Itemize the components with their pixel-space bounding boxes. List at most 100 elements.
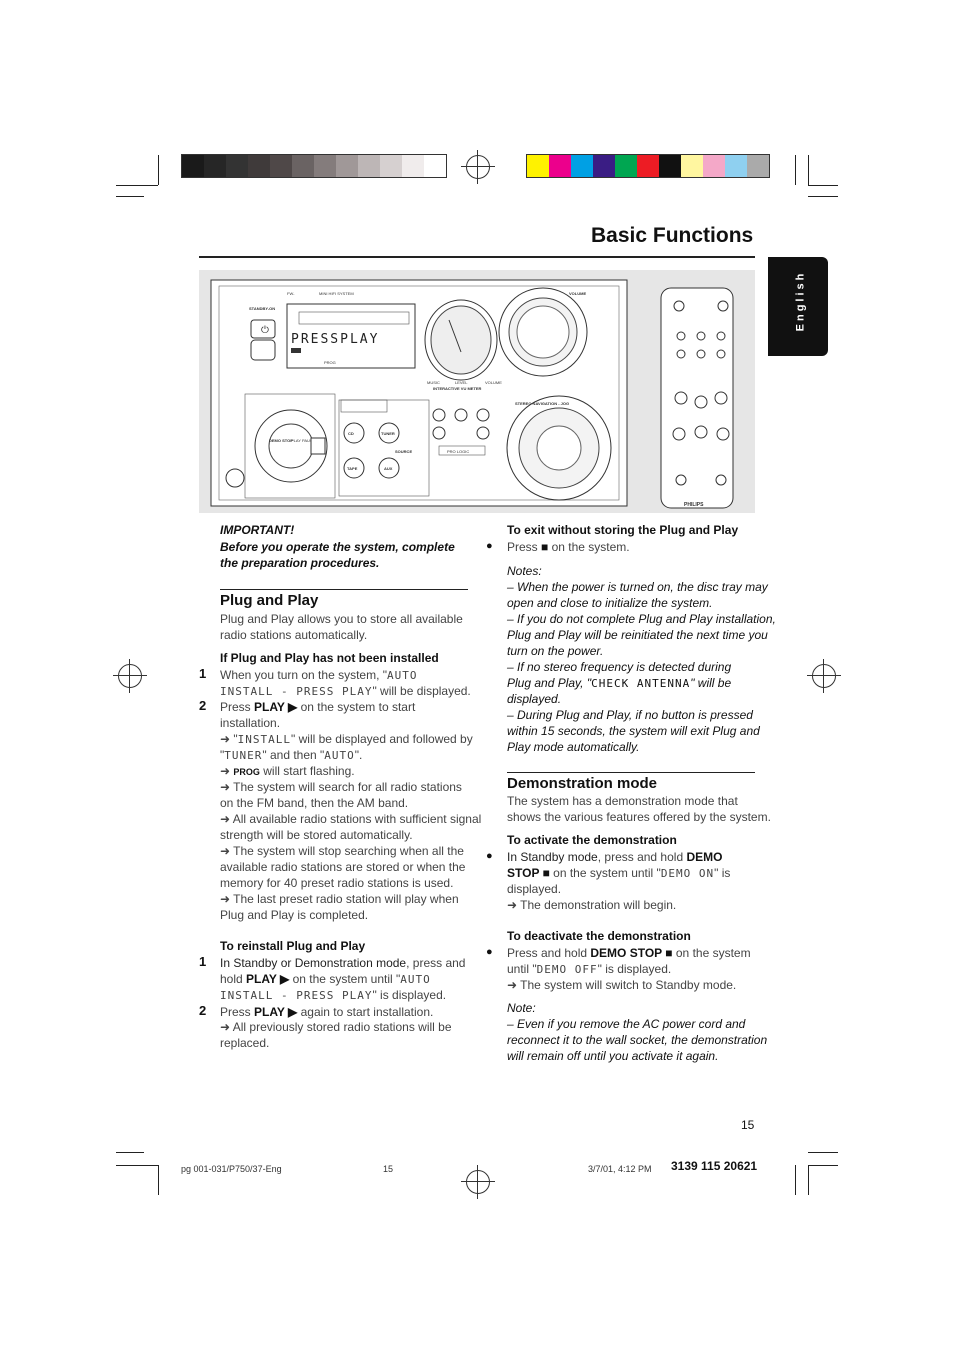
step1-line-2: INSTALL - PRESS PLAY" will be displayed. (220, 684, 471, 698)
result-6-line-1: ➜ The last preset radio station will pla… (220, 892, 459, 906)
note-line-1: – Even if you remove the AC power cord a… (507, 1017, 746, 1031)
result-3-line-1: ➜ The system will search for all radio s… (220, 780, 462, 794)
color-swatch (659, 155, 681, 177)
color-swatch (593, 155, 615, 177)
result-6-line-2: Plug and Play is completed. (220, 908, 369, 922)
color-swatch (336, 155, 358, 177)
demo-intro-1: The system has a demonstration mode that (507, 794, 738, 808)
color-calibration-bar (526, 154, 770, 178)
note-heading: Note: (507, 1001, 536, 1015)
deactivate-heading: To deactivate the demonstration (507, 929, 691, 943)
plug-intro-2: radio stations automatically. (220, 628, 368, 642)
note-1-line-2: open and close to initialize the system. (507, 596, 713, 610)
crop-mark (116, 196, 144, 197)
color-swatch (314, 155, 336, 177)
aux-label: AUX (384, 466, 393, 471)
crop-mark (116, 1152, 144, 1153)
language-label: English (794, 270, 807, 332)
color-swatch (637, 155, 659, 177)
demo-heading: Demonstration mode (507, 775, 658, 792)
exit-heading: To exit without storing the Plug and Pla… (507, 523, 739, 537)
bullet-icon: ● (486, 540, 493, 552)
activate-heading: To activate the demonstration (507, 833, 677, 847)
result-5-line-1: ➜ The system will stop searching when al… (220, 844, 464, 858)
device-illustration: ⏻ PRESSPLAY PROG FW- MINI HIFI SYSTEM ST… (199, 270, 755, 513)
note-4-line-3: Play mode automatically. (507, 740, 640, 754)
device-drawing: ⏻ PRESSPLAY PROG FW- MINI HIFI SYSTEM ST… (210, 279, 734, 509)
step-number: 2 (199, 698, 207, 713)
note-3-line-2: Plug and Play, "CHECK ANTENNA" will be (507, 676, 732, 690)
prog-label: PROG (324, 360, 336, 365)
crop-mark (795, 155, 796, 185)
result-4-line-2: strength will be stored automatically. (220, 828, 413, 842)
color-swatch (571, 155, 593, 177)
footer-date: 3/7/01, 4:12 PM (588, 1164, 652, 1174)
crop-mark (116, 1165, 158, 1166)
important-body-1: Before you operate the system, complete (220, 540, 455, 554)
crop-mark (808, 196, 838, 197)
color-swatch (402, 155, 424, 177)
device-type: MINI HIFI SYSTEM (319, 291, 354, 296)
result-4-line-1: ➜ All available radio stations with suff… (220, 812, 482, 826)
note-3-line-3: displayed. (507, 692, 562, 706)
display-text: PRESSPLAY (291, 332, 379, 347)
crop-mark (808, 1165, 838, 1166)
device-model: FW- (287, 291, 295, 296)
brand-logo: PHILIPS (684, 502, 704, 508)
result-3-line-2: on the FM band, then the AM band. (220, 796, 409, 810)
power-icon: ⏻ (261, 325, 269, 336)
footer-code: 3139 115 20621 (671, 1159, 758, 1173)
reinstall-step1-line-1: In Standby or Demonstration mode, press … (220, 956, 466, 970)
page-number: 15 (741, 1118, 755, 1132)
crop-mark (808, 155, 809, 185)
step1-line-1: When you turn on the system, "AUTO (220, 668, 418, 682)
activate-line-3: displayed. (507, 882, 562, 896)
note-1-line-1: – When the power is turned on, the disc … (507, 580, 768, 594)
not-installed-heading: If Plug and Play has not been installed (220, 651, 439, 665)
result-1-line-1: ➜ "INSTALL" will be displayed and follow… (220, 732, 473, 746)
note-4-line-2: within 15 seconds, the system will exit … (507, 724, 760, 738)
result-1-line-2: "TUNER" and then "AUTO". (220, 748, 363, 762)
color-swatch (182, 155, 204, 177)
demo-stop-label: DEMO STOP (269, 438, 293, 443)
activate-result: ➜ The demonstration will begin. (507, 898, 677, 912)
crop-mark (808, 1165, 809, 1195)
reinstall-step2-line-3: replaced. (220, 1036, 270, 1050)
result-2: ➜ PROG will start flashing. (220, 764, 355, 778)
note-3-line-1: – If no stereo frequency is detected dur… (507, 660, 732, 674)
language-tab: English (768, 257, 828, 356)
registration-mark-icon (461, 150, 495, 184)
note-2-line-3: turn on the power. (507, 644, 604, 658)
color-swatch (681, 155, 703, 177)
grayscale-calibration-bar (181, 154, 447, 178)
section-rule (220, 589, 468, 590)
page-title: Basic Functions (591, 224, 754, 247)
color-swatch (615, 155, 637, 177)
color-swatch (527, 155, 549, 177)
reinstall-heading: To reinstall Plug and Play (220, 939, 366, 953)
color-swatch (226, 155, 248, 177)
cd-label: CD (348, 431, 354, 436)
result-5-line-3: memory for 40 preset radio stations is u… (220, 876, 454, 890)
section-rule (507, 772, 755, 773)
vu-label: INTERACTIVE VU METER (433, 386, 482, 391)
crop-mark (795, 1165, 796, 1195)
step-number: 1 (199, 666, 207, 681)
step-number: 2 (199, 1003, 207, 1018)
activate-line-2: STOP ■ on the system until "DEMO ON" is (507, 866, 731, 880)
reinstall-step1-line-2: hold PLAY ▶ on the system until "AUTO (220, 972, 431, 986)
color-swatch (248, 155, 270, 177)
exit-text: Press ■ on the system. (507, 540, 630, 554)
notes-heading: Notes: (507, 564, 542, 578)
crop-mark (808, 1152, 838, 1153)
note-line-2: reconnect it to the wall socket, the dem… (507, 1033, 768, 1047)
volume-label: VOLUME (569, 291, 586, 296)
tape-label: TAPE (347, 466, 358, 471)
step2-line-2: installation. (220, 716, 281, 730)
plug-intro-1: Plug and Play allows you to store all av… (220, 612, 463, 626)
color-swatch (725, 155, 747, 177)
activate-line-1: In Standby mode, press and hold DEMO (507, 850, 723, 864)
demo-intro-2: shows the various features offered by th… (507, 810, 771, 824)
footer-page: 15 (383, 1164, 394, 1174)
note-2-line-2: Plug and Play will be reinitiated the ne… (507, 628, 768, 642)
